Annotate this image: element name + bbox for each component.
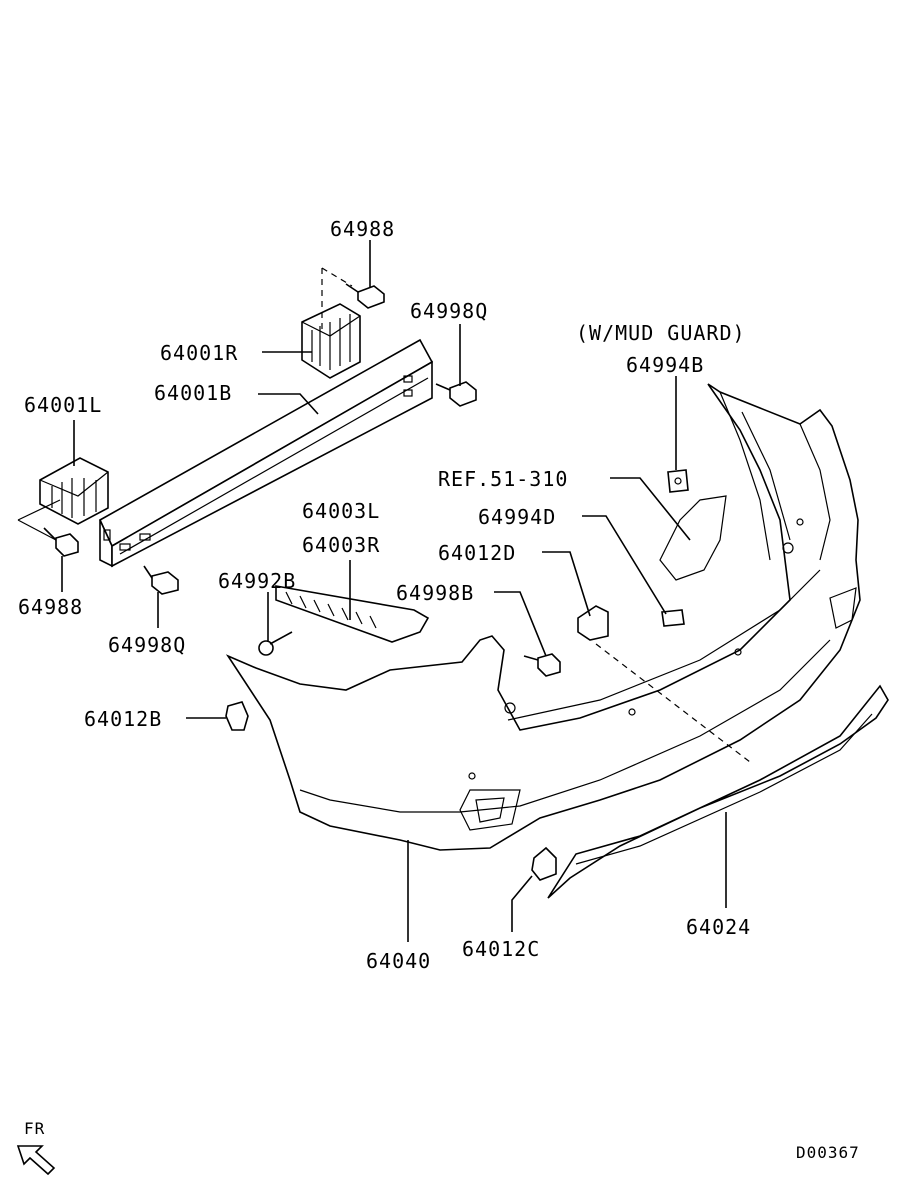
label-64024: 64024 xyxy=(686,915,751,939)
label-64998q-left: 64998Q xyxy=(108,633,186,657)
label-ref-51-310: REF.51-310 xyxy=(438,467,568,491)
label-64003l: 64003L xyxy=(302,499,380,523)
bolt-64988-top xyxy=(345,283,385,309)
label-64012b: 64012B xyxy=(84,707,162,731)
label-64003r: 64003R xyxy=(302,533,380,557)
direction-label: FR xyxy=(24,1119,45,1138)
bolt-64988-left xyxy=(43,527,79,557)
label-64012c: 64012C xyxy=(462,937,540,961)
clip-64012B xyxy=(225,701,249,731)
lower-garnish xyxy=(547,684,889,899)
clip-64012C xyxy=(531,846,557,881)
bolt-64998B xyxy=(523,653,561,677)
label-64992b: 64992B xyxy=(218,569,296,593)
label-64040: 64040 xyxy=(366,949,431,973)
mud-guard-bracket xyxy=(659,469,727,627)
label-mud-guard: (W/MUD GUARD) xyxy=(576,321,746,345)
bracket-right xyxy=(301,303,361,379)
label-64994b: 64994B xyxy=(626,353,704,377)
label-64001l: 64001L xyxy=(24,393,102,417)
clip-64012D xyxy=(577,605,609,641)
label-64994d: 64994D xyxy=(478,505,556,529)
label-64988-top: 64988 xyxy=(330,217,395,241)
diagram-code: D00367 xyxy=(796,1143,860,1162)
label-64012d: 64012D xyxy=(438,541,516,565)
front-arrow-icon xyxy=(16,1145,56,1176)
bumper-face xyxy=(225,383,861,851)
label-64001r: 64001R xyxy=(160,341,238,365)
reinforcement-beam xyxy=(98,338,434,568)
label-64001b: 64001B xyxy=(154,381,232,405)
label-64988-left: 64988 xyxy=(18,595,83,619)
screw-64992B xyxy=(258,631,293,656)
label-64998q-top: 64998Q xyxy=(410,299,488,323)
side-retainer xyxy=(275,585,430,643)
label-64998b: 64998B xyxy=(396,581,474,605)
bracket-left xyxy=(39,457,109,525)
bolt-64998Q-top xyxy=(435,381,477,407)
bolt-64998Q-left xyxy=(143,565,179,595)
